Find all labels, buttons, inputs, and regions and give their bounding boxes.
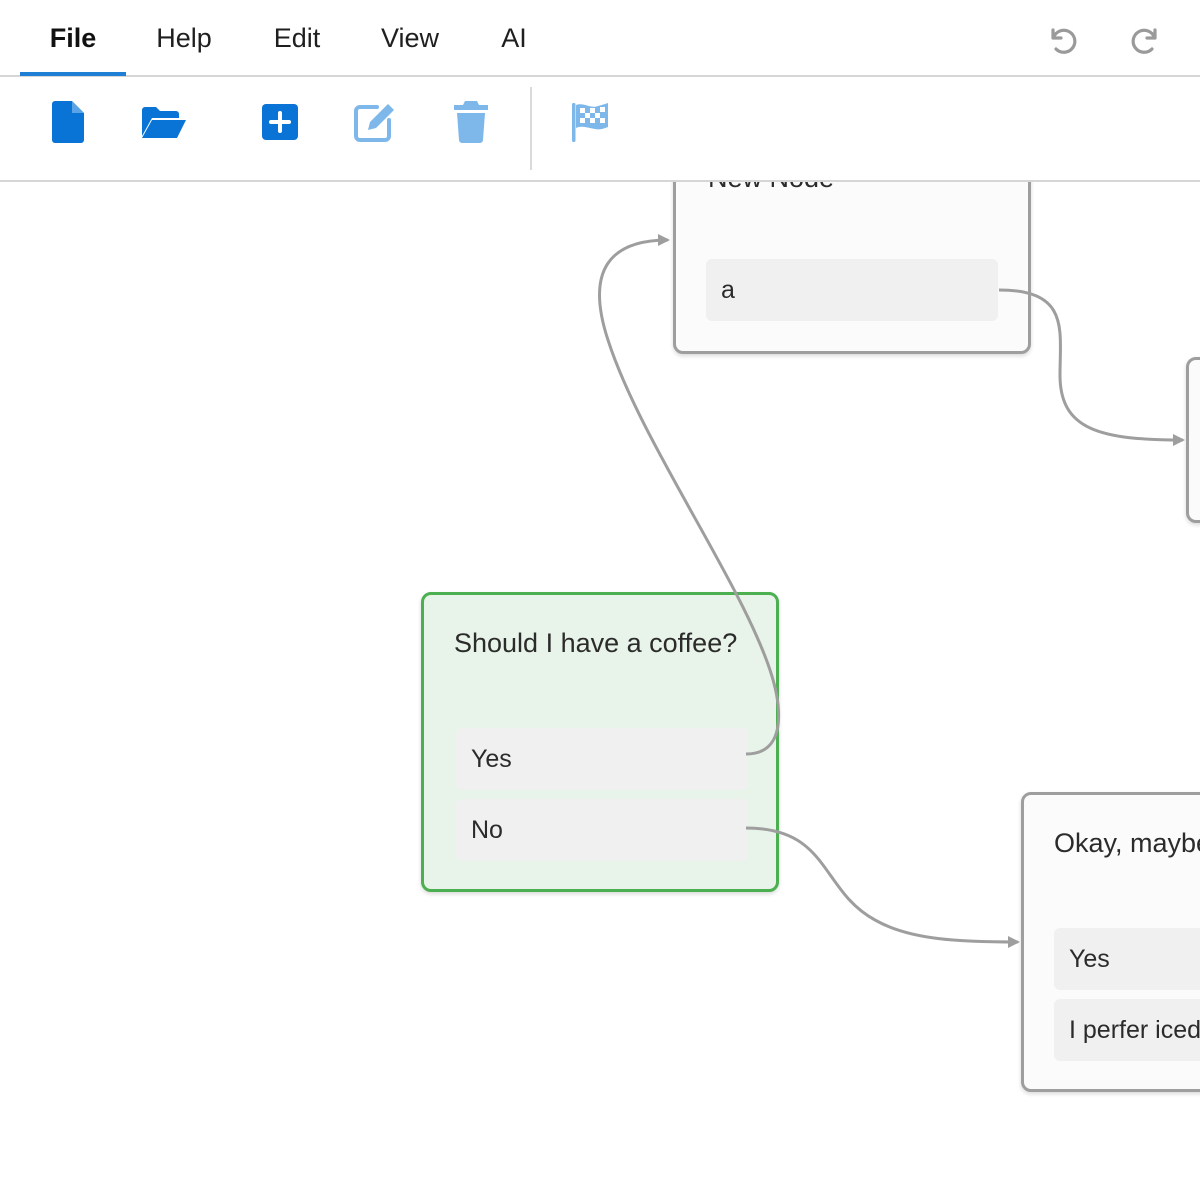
menu-view[interactable]: View	[380, 22, 440, 53]
redo-button[interactable]	[1126, 20, 1166, 60]
menu-edit[interactable]: Edit	[273, 22, 321, 53]
checkered-flag-icon	[572, 103, 608, 142]
new-file-button[interactable]	[48, 99, 88, 145]
node-offscreen-right[interactable]	[1186, 357, 1200, 523]
menu-help[interactable]: Help	[156, 22, 212, 53]
node-should-i-have-coffee[interactable]: Should I have a coffee? Yes No	[421, 592, 779, 892]
menu-ai[interactable]: AI	[501, 22, 527, 53]
add-node-button[interactable]	[260, 99, 300, 145]
menu-bar: File Help Edit View AI	[0, 0, 1200, 77]
toolbar-divider	[530, 87, 532, 170]
edit-node-button[interactable]	[352, 99, 398, 145]
option-yes[interactable]: Yes	[1054, 928, 1200, 990]
node-title: Should I have a coffee?	[454, 628, 738, 658]
node-okay-maybe[interactable]: Okay, maybe Yes I perfer iced	[1021, 792, 1200, 1092]
undo-icon	[1051, 28, 1077, 54]
option-yes[interactable]: Yes	[456, 728, 748, 790]
toolbar	[0, 77, 1200, 182]
undo-button[interactable]	[1042, 20, 1082, 60]
edit-icon	[354, 104, 394, 142]
option-a[interactable]: a	[706, 259, 998, 321]
node-title: Okay, maybe	[1054, 828, 1200, 858]
option-i-perfer-iced[interactable]: I perfer iced	[1054, 999, 1200, 1061]
menu-file[interactable]: File	[20, 0, 126, 76]
trash-icon	[454, 101, 488, 143]
folder-open-icon	[142, 107, 186, 138]
delete-node-button[interactable]	[452, 99, 490, 145]
option-no[interactable]: No	[456, 799, 748, 861]
connector-no-to-okay-maybe	[745, 826, 1020, 948]
redo-icon	[1131, 28, 1157, 54]
set-start-button[interactable]	[568, 99, 612, 145]
file-icon	[52, 101, 84, 143]
plus-square-icon	[262, 104, 298, 140]
open-folder-button[interactable]	[138, 99, 190, 145]
